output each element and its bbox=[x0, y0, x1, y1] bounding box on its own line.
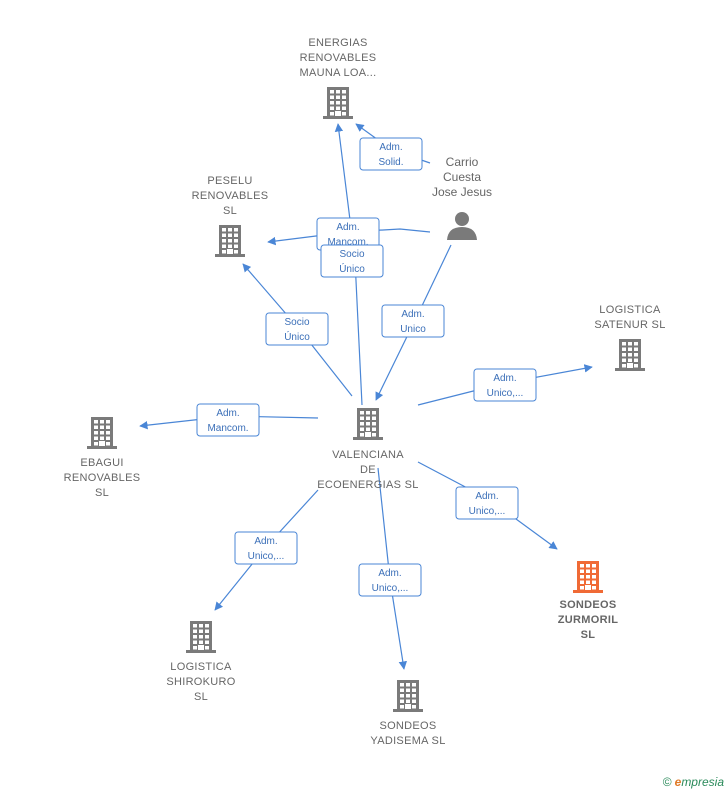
node-label-ebagui: EBAGUI bbox=[80, 457, 123, 469]
edge-label-carrio-to-valenciana[interactable]: Adm. Unico bbox=[381, 304, 445, 338]
building-icon bbox=[186, 621, 216, 653]
edge-label-text: Adm. bbox=[254, 536, 277, 547]
node-label-logistica_shirokuro: LOGISTICA bbox=[170, 661, 232, 673]
edge-label-text: Único bbox=[339, 262, 365, 275]
edge-label-text: Unico,... bbox=[372, 583, 409, 594]
node-label-logistica_shirokuro: SHIROKURO bbox=[166, 676, 235, 688]
node-label-valenciana: ECOENERGIAS SL bbox=[317, 479, 418, 491]
edge-label-text: Adm. bbox=[216, 408, 239, 419]
node-label-logistica_shirokuro: SL bbox=[194, 691, 208, 703]
edge-label-text: Adm. bbox=[379, 142, 402, 153]
building-icon bbox=[353, 408, 383, 440]
node-ebagui[interactable]: EBAGUI RENOVABLES SL bbox=[64, 417, 141, 499]
edge-label-text: Adm. bbox=[336, 222, 359, 233]
building-icon bbox=[393, 680, 423, 712]
edge-label-box bbox=[473, 368, 537, 402]
node-label-peselu: RENOVABLES bbox=[192, 190, 269, 202]
building-icon bbox=[573, 561, 603, 593]
node-label-logistica_satenur: SATENUR SL bbox=[594, 319, 665, 331]
edge-label-carrio-to-energias[interactable]: Adm. Solid. bbox=[359, 137, 423, 171]
edge-label-box bbox=[196, 403, 260, 437]
edge-label-text: Socio bbox=[284, 317, 309, 328]
copyright-icon: © bbox=[662, 775, 672, 789]
node-label-valenciana: DE bbox=[360, 464, 376, 476]
edge-label-valenciana-to-logistica_shirokuro[interactable]: Adm. Unico,... bbox=[234, 531, 298, 565]
node-label-sondeos_zurmoril: SONDEOS bbox=[559, 599, 616, 611]
edge-label-text: Adm. bbox=[493, 373, 516, 384]
node-label-peselu: SL bbox=[223, 205, 237, 217]
node-peselu[interactable]: PESELU RENOVABLES SL bbox=[192, 175, 269, 257]
edge-label-valenciana-to-ebagui[interactable]: Adm. Mancom. bbox=[196, 403, 260, 437]
node-label-valenciana: VALENCIANA bbox=[332, 449, 404, 461]
node-sondeos_yadisema[interactable]: SONDEOS YADISEMA SL bbox=[370, 680, 445, 747]
edge-labels-layer: Adm.Solid.Adm.Mancom.SocioÚnicoSocioÚnic… bbox=[196, 137, 537, 597]
edge-label-text: Adm. bbox=[475, 491, 498, 502]
edge-label-text: Único bbox=[284, 330, 310, 343]
brand-initial: e bbox=[674, 775, 682, 789]
node-label-energias: ENERGIAS bbox=[308, 37, 367, 49]
edge-label-text: Solid. bbox=[378, 157, 403, 168]
node-label-sondeos_zurmoril: ZURMORIL bbox=[558, 614, 618, 626]
edge-label-text: Unico bbox=[400, 324, 426, 335]
node-label-peselu: PESELU bbox=[207, 175, 252, 187]
edge-label-text: Mancom. bbox=[207, 423, 248, 434]
edge-label-box bbox=[359, 137, 423, 171]
node-label-logistica_satenur: LOGISTICA bbox=[599, 304, 661, 316]
node-logistica_shirokuro[interactable]: LOGISTICA SHIROKURO SL bbox=[166, 621, 235, 703]
edge-label-box bbox=[320, 244, 384, 278]
edge-label-text: Unico,... bbox=[469, 506, 506, 517]
node-logistica_satenur[interactable]: LOGISTICA SATENUR SL bbox=[594, 304, 665, 371]
edge-label-box bbox=[265, 312, 329, 346]
edge-label-box bbox=[358, 563, 422, 597]
node-label-energias: RENOVABLES bbox=[300, 52, 377, 64]
building-icon bbox=[87, 417, 117, 449]
building-icon bbox=[615, 339, 645, 371]
brand-name: mpresia bbox=[681, 775, 724, 789]
edge-label-text: Adm. bbox=[401, 309, 424, 320]
building-icon bbox=[323, 87, 353, 119]
node-label-energias: MAUNA LOA... bbox=[300, 67, 377, 79]
nodes-layer: ENERGIAS RENOVABLES MAUNA LOA... PESELU RENO… bbox=[64, 37, 666, 747]
building-icon bbox=[215, 225, 245, 257]
node-label-sondeos_zurmoril: SL bbox=[581, 629, 596, 641]
edge-label-text: Unico,... bbox=[487, 388, 524, 399]
node-label-carrio: Cuesta bbox=[443, 170, 481, 184]
node-label-carrio: Jose Jesus bbox=[432, 185, 492, 199]
person-icon bbox=[447, 212, 477, 240]
brand-footer: ©empresia bbox=[663, 775, 724, 789]
edge-label-valenciana-to-sondeos_zurmoril[interactable]: Adm. Unico,... bbox=[455, 486, 519, 520]
edge-label-valenciana-to-logistica_satenur[interactable]: Adm. Unico,... bbox=[473, 368, 537, 402]
edge-label-valenciana-to-sondeos_yadisema[interactable]: Adm. Unico,... bbox=[358, 563, 422, 597]
node-label-sondeos_yadisema: YADISEMA SL bbox=[370, 735, 445, 747]
edge-label-text: Mancom. bbox=[327, 237, 368, 248]
node-label-ebagui: RENOVABLES bbox=[64, 472, 141, 484]
node-valenciana[interactable]: VALENCIANA DE ECOENERGIAS SL bbox=[317, 408, 418, 491]
edge-label-box bbox=[381, 304, 445, 338]
node-energias[interactable]: ENERGIAS RENOVABLES MAUNA LOA... bbox=[300, 37, 377, 119]
edge-label-text: Unico,... bbox=[248, 551, 285, 562]
node-label-ebagui: SL bbox=[95, 487, 109, 499]
edge-label-box bbox=[455, 486, 519, 520]
node-sondeos_zurmoril[interactable]: SONDEOS ZURMORIL SL bbox=[558, 561, 618, 641]
node-label-carrio: Carrio bbox=[446, 155, 479, 169]
edge-label-text: Adm. bbox=[378, 568, 401, 579]
node-label-sondeos_yadisema: SONDEOS bbox=[379, 720, 436, 732]
edge-label-text: Socio bbox=[339, 249, 364, 260]
edge-label-box bbox=[234, 531, 298, 565]
